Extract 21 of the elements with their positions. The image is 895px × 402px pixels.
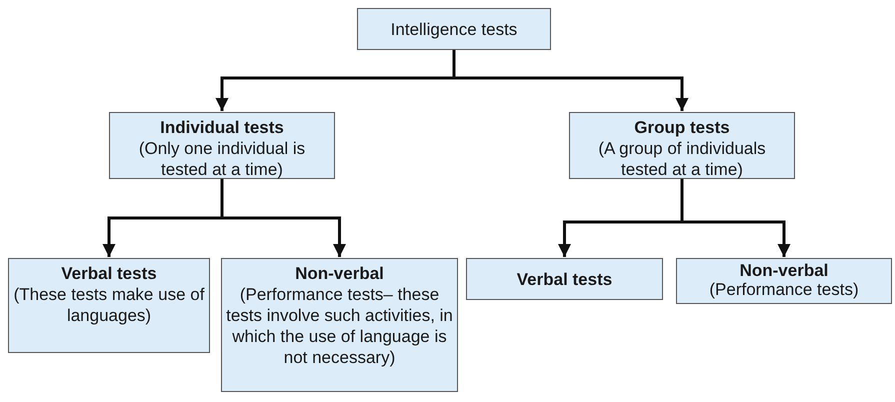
box-heading: Non-verbal xyxy=(740,261,828,280)
box-description: (Performance tests) xyxy=(709,280,859,299)
box-description: (Performance tests– these tests involve such activities, in which the use of language is not necessary) xyxy=(226,284,453,368)
category-box xyxy=(569,112,795,179)
box-heading: Verbal tests xyxy=(516,268,612,290)
box-heading: Intelligence tests xyxy=(390,18,518,40)
category-box xyxy=(676,258,892,304)
arrow xyxy=(452,50,688,111)
root-box xyxy=(357,8,551,50)
arrow xyxy=(220,179,346,257)
box-heading: Group tests xyxy=(634,117,730,138)
box-heading: Verbal tests xyxy=(61,263,157,284)
box-description: (Only one individual is tested at a time) xyxy=(138,138,306,180)
category-box xyxy=(466,258,663,300)
box-description: (These tests make use of languages) xyxy=(13,284,205,326)
box-description: (A group of individuals tested at a time) xyxy=(597,138,767,180)
box-heading: Non-verbal xyxy=(295,263,384,284)
category-box xyxy=(8,258,210,353)
box-heading: Individual tests xyxy=(160,117,284,138)
category-box xyxy=(109,112,335,179)
category-box xyxy=(221,258,458,392)
